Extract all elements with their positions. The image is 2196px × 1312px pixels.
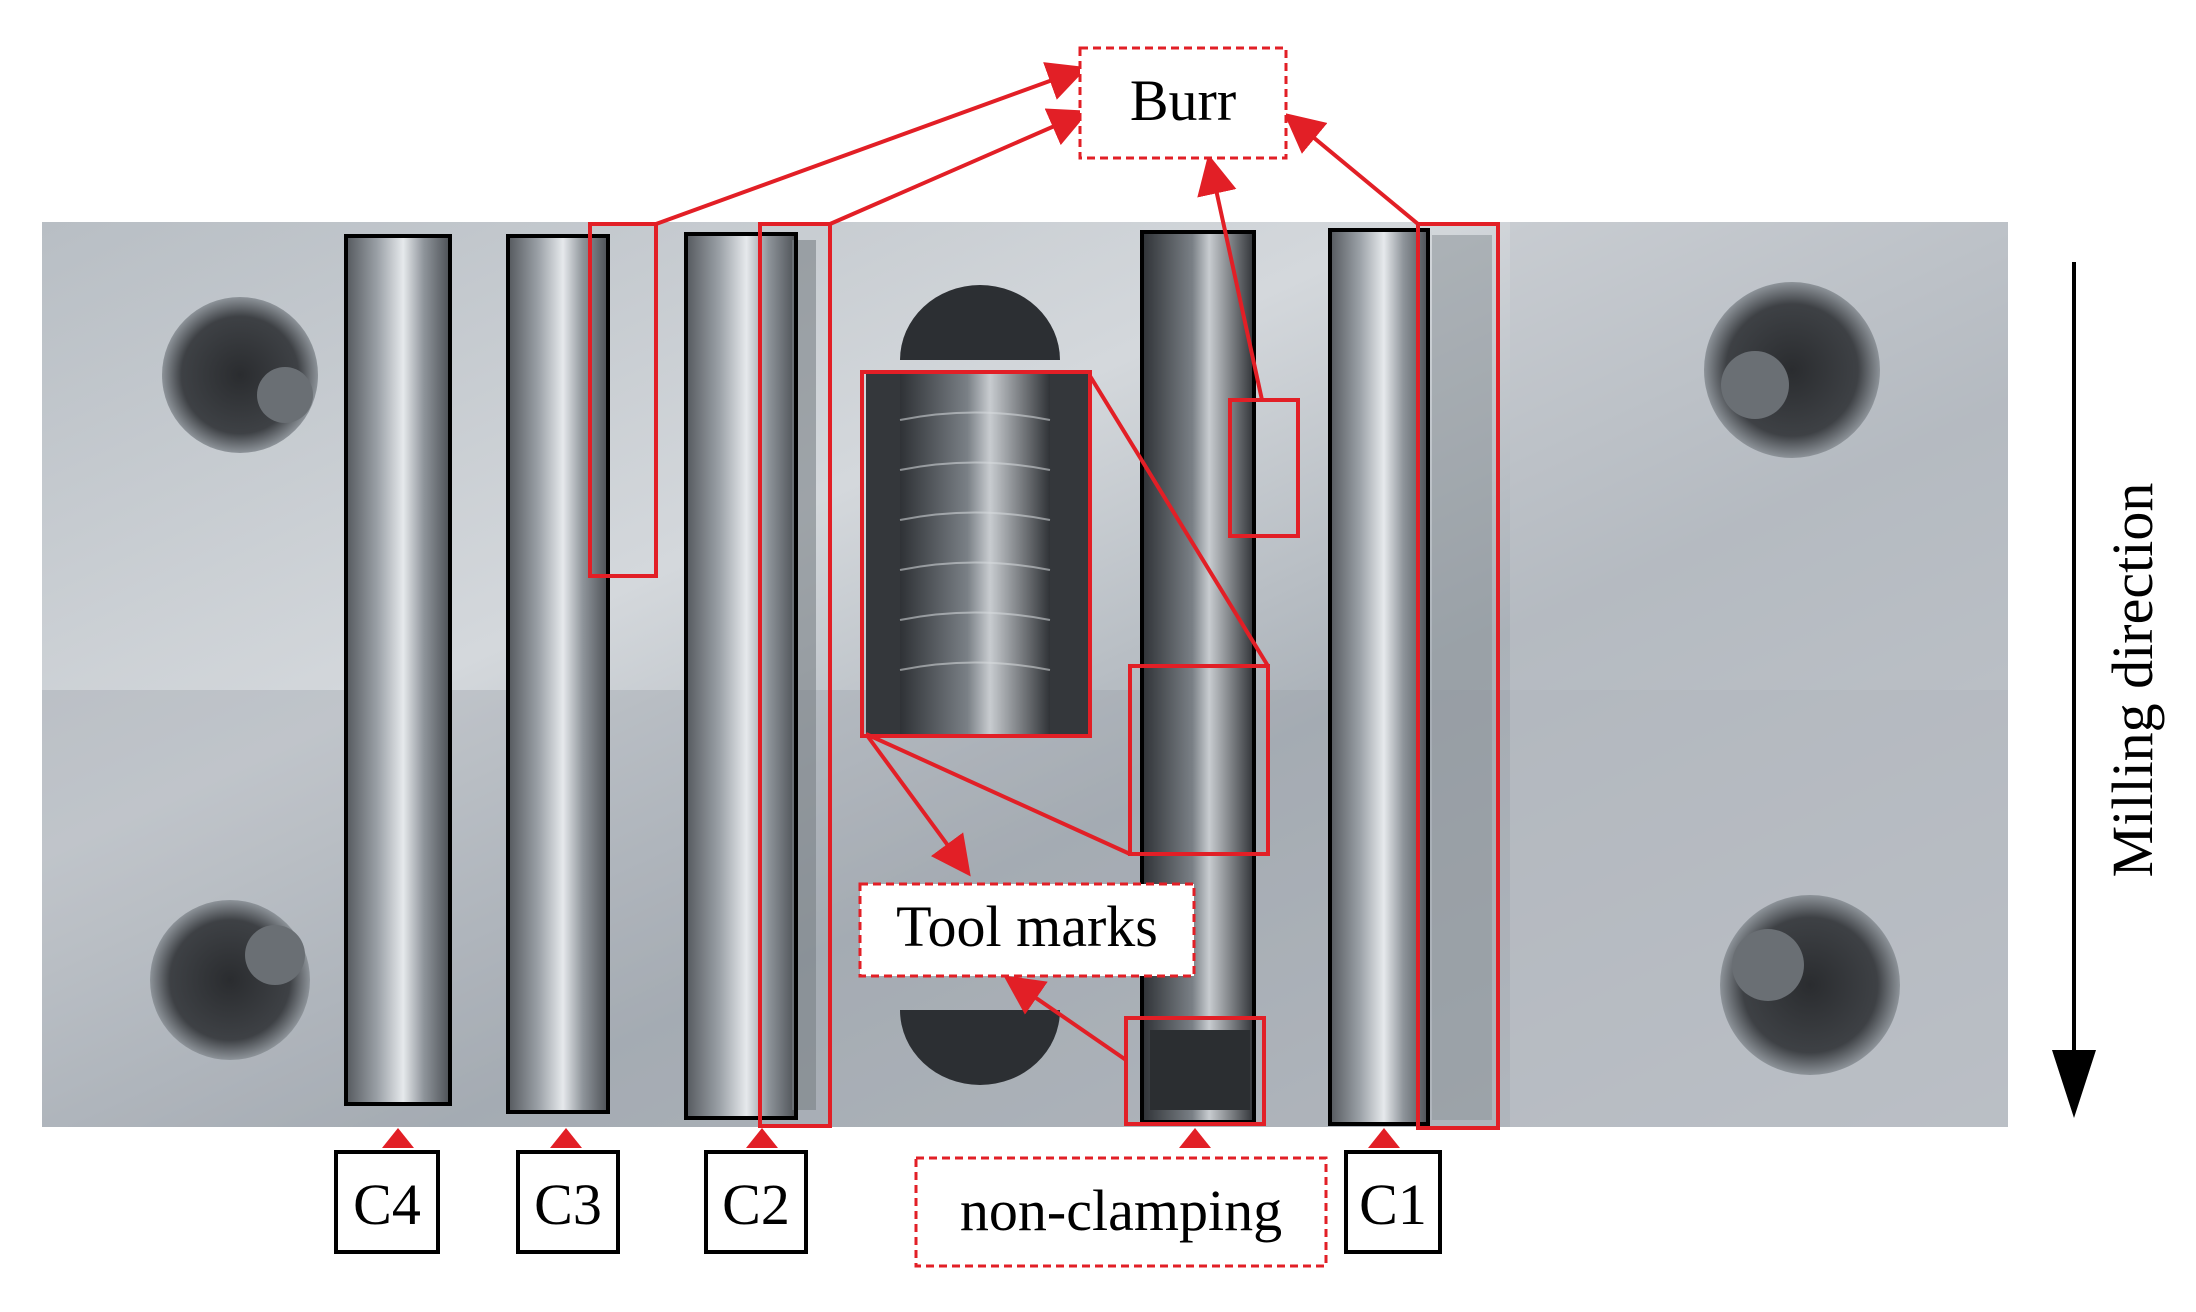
pointer-non-clamping [1179,1128,1211,1148]
red-connectors [865,374,1270,856]
bolt-hole-top-right [1704,282,1880,458]
inset-connector-bottom [865,732,1131,856]
inset-connector-top [1088,374,1270,668]
tool-marks-label-text: Tool marks [896,894,1158,959]
label-c2-text: C2 [722,1172,790,1237]
arrow-burr-center [1197,154,1264,401]
tool-marks-inset [866,374,1090,734]
bolt-hole-center [900,285,1060,1085]
milling-direction-arrowhead [2052,1050,2096,1118]
non-clamping-box [1124,1016,1266,1126]
label-c1-text: C1 [1359,1172,1427,1237]
pointer-c1 [1368,1128,1400,1148]
burr-box-c2 [758,222,832,1128]
bottom-defect-patch [1150,1030,1250,1110]
bolt-hole-bottom-right [1720,895,1900,1075]
groove-c4 [346,236,450,1104]
burr-edge-c1 [1432,235,1492,1120]
burr-box-c1 [1416,222,1500,1130]
arrow-non-clamping [1003,975,1128,1062]
groove-c2 [686,234,796,1118]
outline-c1 [1328,228,1430,1126]
groove-c1 [1330,230,1428,1124]
burr-box-center [1228,398,1300,538]
inset-frame [860,370,1092,738]
burr-box-c3 [588,222,658,578]
pointer-c4 [382,1128,414,1148]
red-arrows [655,62,1420,1062]
red-annotation-boxes [588,222,1500,1130]
outline-c3 [506,234,610,1114]
label-non-clamping: non-clamping [914,1156,1328,1268]
bolt-hole-top-left [162,297,318,453]
arrow-burr-c2 [829,108,1090,226]
tool-marks-source-box [1128,664,1270,856]
milling-direction: Milling direction [2052,262,2165,1118]
label-c3: C3 [516,1150,620,1254]
burr-label: Burr [1078,46,1288,160]
milling-direction-text: Milling direction [2100,483,2165,878]
tool-marks-label: Tool marks [858,882,1196,978]
arrow-burr-c1 [1283,112,1420,226]
pointer-c2 [746,1128,778,1148]
groove-c3 [508,236,608,1112]
burr-label-text: Burr [1130,68,1236,133]
label-c4-text: C4 [353,1172,421,1237]
outline-c4 [344,234,452,1106]
label-c4: C4 [334,1150,440,1254]
pointer-c3 [550,1128,582,1148]
arrow-burr-c3 [655,62,1088,226]
bolt-hole-bottom-left [150,900,310,1060]
label-c2: C2 [704,1150,808,1254]
label-c1: C1 [1344,1150,1442,1254]
groove-non-clamping [1142,232,1254,1122]
specimen-pointers [382,1128,1400,1148]
label-non-clamping-text: non-clamping [960,1178,1282,1243]
label-c3-text: C3 [534,1172,602,1237]
outline-c2 [684,232,798,1120]
arrow-tool-marks [864,732,971,877]
